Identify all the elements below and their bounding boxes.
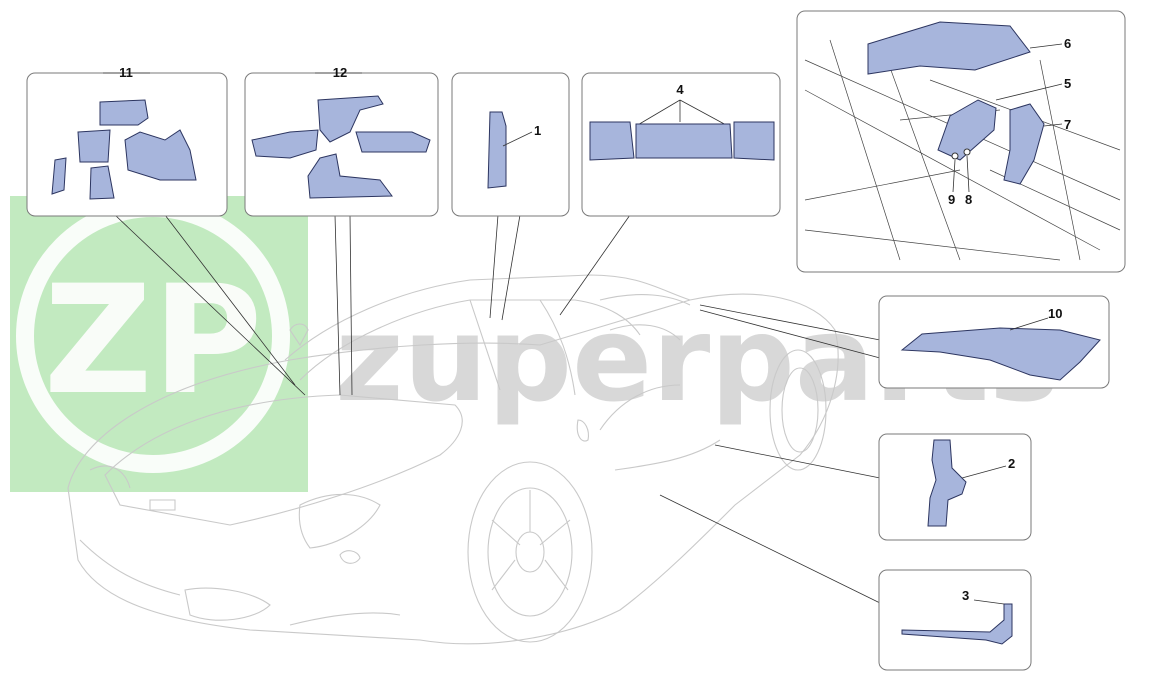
- hood-badge: [149, 499, 176, 511]
- inset-12: 12: [244, 65, 439, 217]
- callout-7: 7: [1064, 117, 1071, 132]
- inset-2-leader: [961, 465, 1007, 479]
- leader-3: [659, 494, 881, 604]
- front-intake-left: [184, 587, 271, 621]
- fog-light: [339, 550, 361, 564]
- part-12-piece-b: [251, 129, 319, 159]
- part-11-piece-e: [89, 165, 115, 200]
- inset-11: 11: [26, 65, 228, 217]
- callout-1: 1: [534, 123, 541, 138]
- part-11-piece-d: [51, 157, 67, 195]
- inset-5-9: 6 5 7 9 8: [796, 10, 1126, 273]
- part-6: [867, 21, 1031, 75]
- side-badge: [576, 419, 589, 442]
- part-2: [927, 439, 967, 527]
- inset-3: 3: [878, 569, 1032, 671]
- leader-12: [334, 214, 353, 396]
- part-8-fastener: [963, 148, 971, 156]
- car-outline: [67, 274, 839, 645]
- part-10: [900, 327, 1101, 381]
- rear-wheel: [769, 349, 827, 471]
- front-rim: [487, 487, 573, 617]
- leader-lines: [114, 214, 881, 604]
- part-3: [901, 603, 1013, 645]
- part-12-piece-a: [317, 95, 384, 143]
- callout-2: 2: [1008, 456, 1015, 471]
- part-12-piece-d: [307, 153, 393, 199]
- front-hub: [515, 531, 545, 573]
- inset-4: 4: [581, 72, 781, 217]
- car-body-outline: [67, 293, 839, 645]
- inset-10: 10: [878, 295, 1110, 389]
- callout-11: 11: [119, 65, 133, 80]
- front-rim-spokes: [491, 490, 571, 591]
- part-12-piece-c: [355, 131, 431, 153]
- headlights: [89, 465, 381, 549]
- inset-10-leader: [1009, 317, 1049, 331]
- callout-10: 10: [1048, 306, 1062, 321]
- car-hood: [104, 394, 463, 526]
- inset-1: 1: [451, 72, 570, 217]
- part-4-center: [635, 123, 733, 159]
- mirror: [289, 323, 309, 347]
- callout-9: 9: [948, 192, 955, 207]
- inset-1-frame: [451, 72, 570, 217]
- inset-8-9-leader: [952, 155, 970, 193]
- leader-11: [114, 214, 306, 396]
- part-9-fastener: [951, 152, 959, 160]
- callout-6: 6: [1064, 36, 1071, 51]
- inset-3-frame: [878, 569, 1032, 671]
- part-4-right: [733, 121, 775, 161]
- part-11-piece-b: [77, 129, 111, 163]
- windshield-inner: [299, 299, 641, 381]
- part-7: [1003, 103, 1045, 185]
- leader-10: [699, 304, 881, 359]
- leader-4: [559, 214, 631, 316]
- inset-1-leader: [502, 131, 533, 147]
- callout-3: 3: [962, 588, 969, 603]
- inset-5-leader: [995, 83, 1063, 101]
- part-11-piece-a: [99, 99, 149, 126]
- part-1: [487, 111, 507, 189]
- inset-2: 2: [878, 433, 1032, 541]
- rear-deck-lines: [599, 294, 691, 341]
- inset-4-leader: [635, 99, 729, 127]
- part-11-piece-c: [124, 129, 197, 181]
- front-wheel: [467, 461, 593, 643]
- callout-8: 8: [965, 192, 972, 207]
- callout-5: 5: [1064, 76, 1071, 91]
- callout-12: 12: [333, 65, 347, 80]
- inset-7-leader: [1043, 123, 1063, 127]
- front-bumper-lines: [79, 539, 401, 626]
- door-lines: [599, 384, 721, 471]
- windshield-frame: [284, 274, 691, 361]
- leader-2: [714, 444, 881, 479]
- callout-4: 4: [676, 82, 684, 97]
- seat-lines: [469, 299, 576, 396]
- watermark-logo-letters: ZP: [44, 254, 263, 428]
- part-5: [937, 99, 997, 161]
- rear-rim: [781, 367, 819, 453]
- leader-1: [489, 214, 521, 321]
- part-4-left: [589, 121, 635, 161]
- inset-6-leader: [1029, 43, 1063, 49]
- inset-3-leader: [973, 599, 1005, 605]
